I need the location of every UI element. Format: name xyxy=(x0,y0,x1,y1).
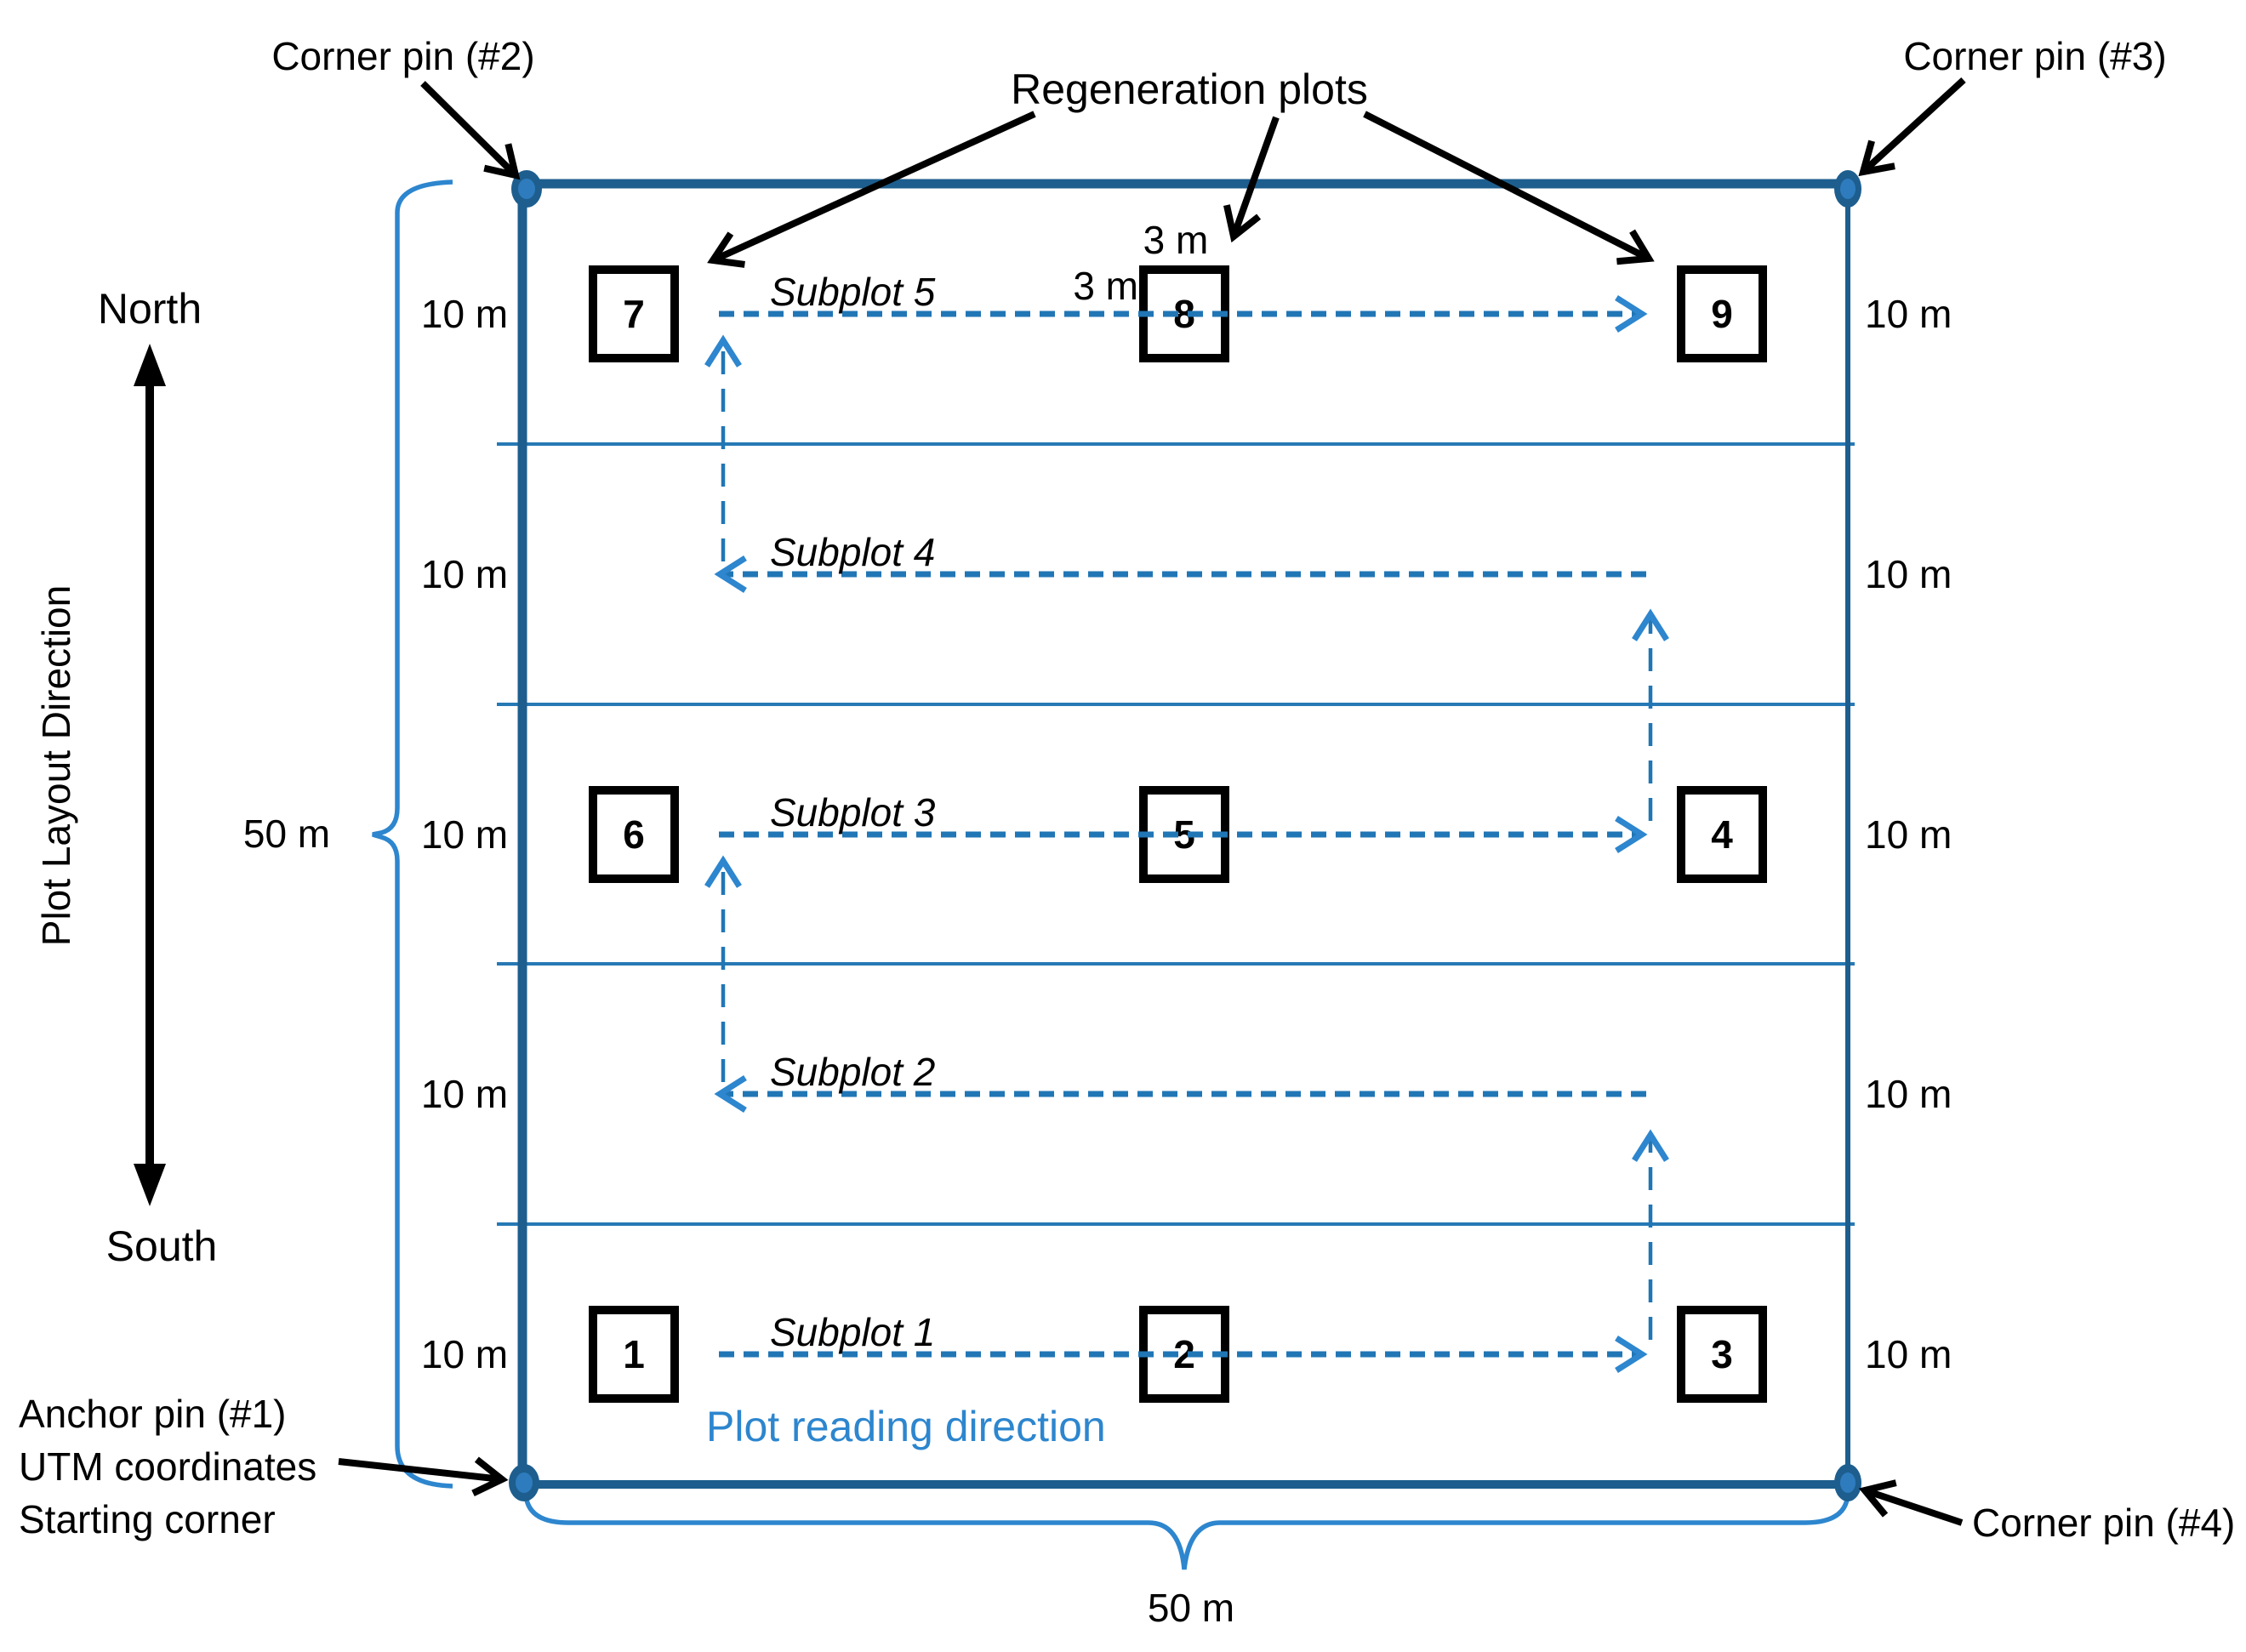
plot-layout-direction-label: Plot Layout Direction xyxy=(34,585,78,946)
corner-pin-4-dot xyxy=(1834,1464,1861,1501)
arrow-to-corner-pin-3 xyxy=(1858,77,1966,177)
arrow-to-corner-pin-2 xyxy=(420,81,521,180)
regen-box-4-number: 4 xyxy=(1711,812,1733,857)
anchor-pin-1-dot xyxy=(509,1464,539,1501)
row-10m-left-4: 10 m xyxy=(421,552,508,596)
regen-box-6: 6 xyxy=(589,786,679,883)
regen-box-1: 1 xyxy=(589,1306,679,1403)
regen-box-4: 4 xyxy=(1677,786,1767,883)
row-10m-left-1: 10 m xyxy=(421,1332,508,1376)
arrow-to-anchor-pin-1 xyxy=(338,1456,509,1497)
subplot-5-label: Subplot 5 xyxy=(770,270,936,314)
bottom-50m-brace xyxy=(523,1493,1850,1570)
row-10m-right-4: 10 m xyxy=(1865,552,1952,596)
row-10m-left-3: 10 m xyxy=(421,812,508,857)
regen-box-1-number: 1 xyxy=(623,1332,645,1376)
anchor-pin-line-2: UTM coordinates xyxy=(19,1444,316,1489)
side-50m-label-left: 50 m xyxy=(243,812,330,856)
south-arrowhead-icon xyxy=(134,1164,166,1206)
regeneration-plots-label: Regeneration plots xyxy=(1011,66,1368,113)
corner-pin-3-dot xyxy=(1834,170,1861,208)
subplot-3-label: Subplot 3 xyxy=(770,790,936,835)
anchor-pin-line-3: Starting corner xyxy=(19,1497,276,1541)
annotation-arrows xyxy=(338,77,1966,1526)
regen-box-6-number: 6 xyxy=(623,812,645,857)
north-label: North xyxy=(98,285,202,333)
subplot-2-label: Subplot 2 xyxy=(770,1050,935,1094)
north-arrowhead-icon xyxy=(134,344,166,386)
regen-box-9: 9 xyxy=(1677,265,1767,362)
row-10m-right-5: 10 m xyxy=(1865,292,1952,336)
regen-box-7: 7 xyxy=(589,265,679,362)
row-height-labels-right: 10 m 10 m 10 m 10 m 10 m xyxy=(1865,292,1952,1376)
regen-box-3-number: 3 xyxy=(1711,1332,1733,1376)
reading-path xyxy=(704,295,1669,1373)
corner-pin-3-label: Corner pin (#3) xyxy=(1903,34,2166,78)
row-10m-right-1: 10 m xyxy=(1865,1332,1952,1376)
side-50m-label-bottom: 50 m xyxy=(1148,1586,1234,1630)
row-10m-left-2: 10 m xyxy=(421,1072,508,1116)
subplot-4-label: Subplot 4 xyxy=(770,530,935,574)
regen-box-9-number: 9 xyxy=(1711,292,1733,336)
south-label: South xyxy=(106,1222,218,1270)
row-10m-right-3: 10 m xyxy=(1865,812,1952,857)
arrow-to-regen-box-9 xyxy=(1363,111,1655,265)
regen-size-label-top: 3 m xyxy=(1143,218,1209,262)
arrow-to-regen-box-7 xyxy=(707,111,1036,268)
arrow-to-corner-pin-4 xyxy=(1858,1479,1964,1526)
subplot-1-label: Subplot 1 xyxy=(770,1310,935,1354)
corner-pin-2-dot xyxy=(511,170,542,208)
row-height-labels-left: 10 m 10 m 10 m 10 m 10 m xyxy=(421,292,508,1376)
corner-pin-4-label: Corner pin (#4) xyxy=(1972,1501,2235,1545)
anchor-pin-label-block: Anchor pin (#1) UTM coordinates Starting… xyxy=(19,1392,316,1541)
regen-size-label-left: 3 m xyxy=(1073,264,1138,308)
north-south-arrow xyxy=(134,344,166,1206)
regen-box-7-number: 7 xyxy=(623,292,645,336)
anchor-pin-line-1: Anchor pin (#1) xyxy=(19,1392,287,1436)
plot-reading-direction-label: Plot reading direction xyxy=(706,1403,1106,1450)
plot-boundary xyxy=(517,179,1850,1489)
row-10m-left-5: 10 m xyxy=(421,292,508,336)
row-10m-right-2: 10 m xyxy=(1865,1072,1952,1116)
regen-box-3: 3 xyxy=(1677,1306,1767,1403)
arrow-to-regen-box-8 xyxy=(1223,116,1280,243)
corner-pin-2-label: Corner pin (#2) xyxy=(271,34,534,78)
